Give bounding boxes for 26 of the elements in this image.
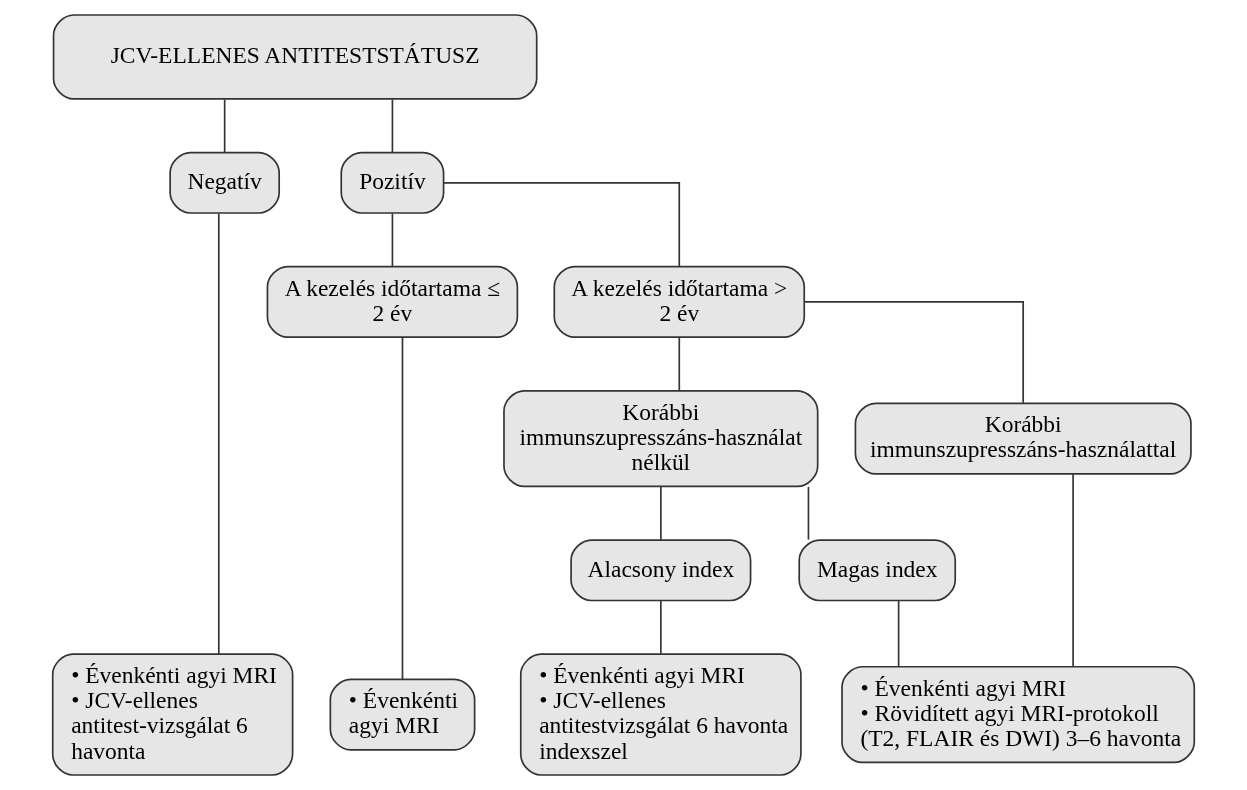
connector <box>660 600 662 655</box>
node-box: • Évenkénti agyi MRI • Rövidített agyi MRI-protokoll (T2, FLAIR és DWI) 3–6 havonta <box>841 665 1196 764</box>
connector <box>678 336 681 392</box>
connector <box>391 98 394 154</box>
connector <box>217 212 220 655</box>
connector <box>660 486 662 541</box>
node-box: • Évenkénti agyi MRI • JCV-ellenes antitestvizsgálat 6 havonta indexszel <box>519 653 802 776</box>
connector <box>803 301 1024 404</box>
node-box: Korábbi immunszupresszáns-használat nélkül <box>503 389 819 488</box>
node-box: • Évenkénti agyi MRI • JCV-ellenes antitest-vizsgálat 6 havonta <box>51 653 294 776</box>
node-box: A kezelés időtartama > 2 év <box>553 265 806 338</box>
node-box: • Évenkénti agyi MRI <box>329 678 476 751</box>
node-box: Korábbi immunszupresszáns-használattal <box>854 402 1192 475</box>
node-box: A kezelés időtartama ≤ 2 év <box>266 265 519 338</box>
node-box: Magas index <box>798 539 957 602</box>
connector <box>391 212 394 268</box>
connector <box>1072 473 1074 668</box>
node-box: Pozitív <box>340 151 445 214</box>
node-box: Negatív <box>169 151 280 214</box>
node-box: JCV-ELLENES ANTITESTSTÁTUSZ <box>52 14 538 100</box>
connector <box>897 600 900 668</box>
node-box: Alacsony index <box>570 539 752 602</box>
connector <box>401 336 404 680</box>
connector <box>442 181 681 267</box>
connector <box>807 486 810 541</box>
connector <box>223 98 226 154</box>
